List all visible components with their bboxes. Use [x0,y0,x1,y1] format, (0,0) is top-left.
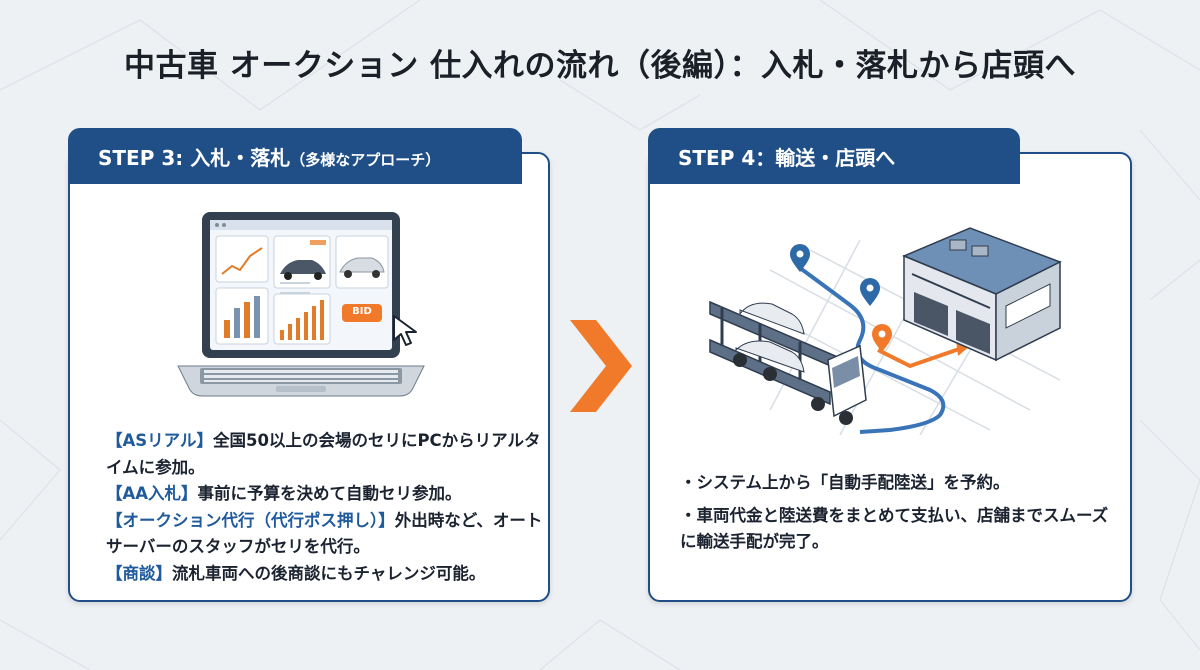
list-item: 【商談】流札車両への後商談にもチャレンジ可能。 [106,561,546,588]
cursor-icon [393,315,417,346]
laptop-bidding-illustration [177,212,425,397]
item-tag: 【AA入札】 [106,484,198,503]
item-text: 事前に予算を決めて自動セリ参加。 [197,484,462,503]
step3-heading: STEP 3: 入札・落札（多様なアプローチ） [68,128,522,184]
item-tag: 【ASリアル】 [106,431,213,450]
item-text: 外出時など、オートサーバーのスタッフがセリを代行。 [106,510,543,557]
list-item: 【オークション代行（代行ポス押し）】外出時など、オートサーバーのスタッフがセリを… [106,508,546,561]
page-title: 中古車 オークション 仕入れの流れ（後編）：入札・落札から店頭へ [123,48,1077,84]
step4-description: ・システム上から「自動手配陸送」を予約。 ・車両代金と陸送費をまとめて支払い、店… [680,470,1120,562]
item-tag: 【オークション代行（代行ポス押し）】 [106,510,395,530]
list-item: 【AA入札】事前に予算を決めて自動セリ参加。 [106,481,546,508]
list-item: ・システム上から「自動手配陸送」を予約。 [680,473,1010,492]
list-item: 【ASリアル】全国50以上の会場のセリにPCからリアルタイムに参加。 [106,428,546,481]
chevron-right-icon [570,320,632,412]
bid-button: BID [352,306,372,317]
step4-heading: STEP 4：輸送・店頭へ [648,128,1020,184]
step3-heading-label: STEP 3: 入札・落札 [98,146,291,170]
item-text: 流札車両への後商談にもチャレンジ可能。 [172,563,486,583]
step3-heading-sub: （多様なアプローチ） [290,151,441,169]
item-tag: 【商談】 [106,563,172,583]
list-item: ・車両代金と陸送費をまとめて支払い、店舗までスムーズに輸送手配が完了。 [680,505,1109,552]
step3-description: 【ASリアル】全国50以上の会場のセリにPCからリアルタイムに参加。 【AA入札… [106,428,546,587]
item-text: 全国50以上の会場のセリにPCからリアルタイムに参加。 [106,431,541,477]
car-carrier-truck-to-dealer-illustration [709,227,1062,436]
map-pin-icon [790,244,810,272]
